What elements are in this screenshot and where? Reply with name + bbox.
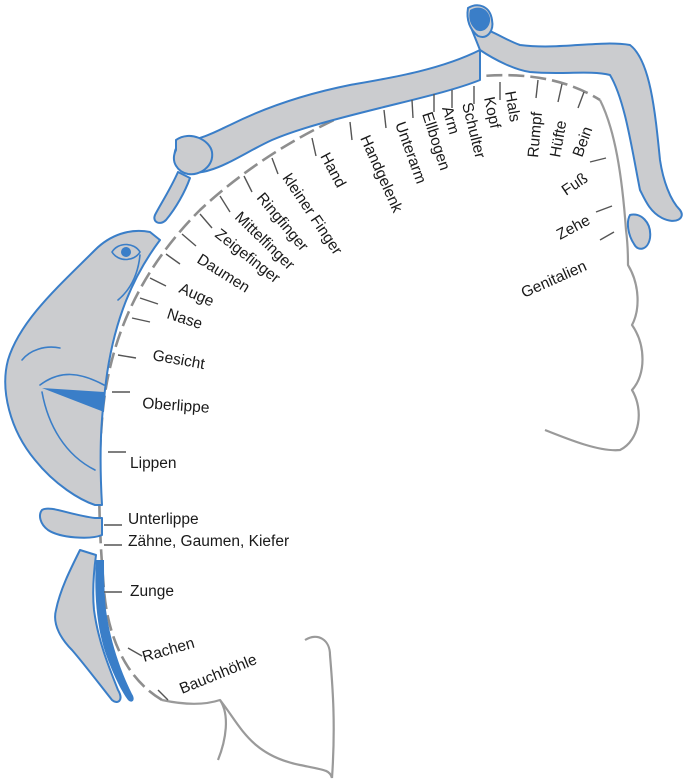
label-auge: Auge	[176, 280, 216, 310]
label-lippen: Lippen	[130, 455, 177, 472]
cortex-arc	[97, 73, 601, 702]
tongue-blue	[95, 560, 134, 702]
tongue-shape	[54, 549, 122, 703]
upper-lip-blue	[42, 388, 104, 412]
label-oberlippe: Oberlippe	[142, 395, 210, 417]
upper-lip-line	[39, 373, 105, 386]
region-labels: Bein Hüfte Rumpf Hals Kopf Schulter Arm …	[128, 90, 596, 698]
label-bein: Bein	[570, 124, 597, 159]
face-wrinkle	[21, 346, 61, 361]
label-hals: Hals	[501, 90, 523, 124]
homunculus-figure	[4, 4, 683, 703]
toe-shape	[626, 213, 652, 250]
label-hand: Hand	[316, 150, 348, 191]
label-nase: Nase	[165, 306, 205, 333]
label-ticks	[104, 79, 615, 701]
lower-lip-line	[41, 391, 96, 471]
jaw-shape	[39, 507, 103, 539]
label-gesicht: Gesicht	[151, 347, 206, 373]
temporal-outline	[161, 698, 334, 779]
label-huefte: Hüfte	[547, 119, 570, 158]
label-zunge: Zunge	[130, 583, 174, 600]
foot-blue	[469, 7, 491, 32]
label-kopf: Kopf	[480, 95, 503, 130]
eye-pupil	[121, 247, 131, 257]
leg-shape	[469, 24, 683, 222]
label-handgelenk: Handgelenk	[356, 133, 405, 216]
label-bauchhoehle: Bauchhöhle	[177, 651, 259, 697]
label-rachen: Rachen	[140, 635, 196, 666]
sulcus-outline	[304, 635, 335, 779]
hand-shape	[172, 134, 214, 176]
eye-outline	[111, 243, 141, 261]
label-zehe: Zehe	[554, 212, 593, 244]
label-unterlippe: Unterlippe	[128, 511, 199, 528]
label-zaehne: Zähne, Gaumen, Kiefer	[128, 533, 289, 550]
face-shape	[4, 230, 161, 506]
nose-line	[117, 254, 141, 301]
hemisphere-outline	[544, 99, 644, 452]
label-genitalien: Genitalien	[519, 258, 590, 302]
label-fuss: Fuß	[559, 170, 591, 200]
lower-contour	[216, 699, 228, 761]
label-rumpf: Rumpf	[525, 111, 546, 159]
thumb-shape	[153, 171, 191, 224]
